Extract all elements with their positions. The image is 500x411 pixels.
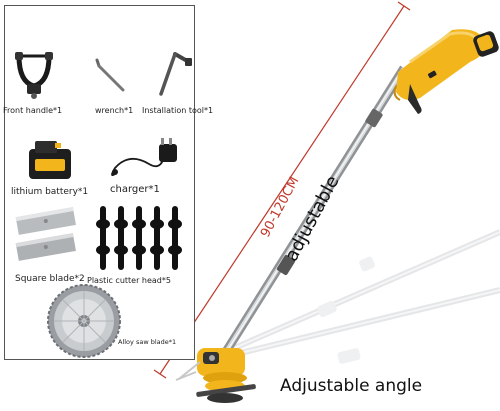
wrench-icon — [95, 58, 125, 92]
saw-blade-icon — [47, 284, 121, 358]
charger-icon — [111, 138, 177, 177]
alloy-saw-blade-label: Alloy saw blade*1 — [118, 338, 177, 346]
plastic-cutter-head-label: Plastic cutter head*5 — [87, 276, 171, 285]
cutter-head — [175, 348, 256, 403]
square-blade-label: Square blade*2 — [15, 274, 85, 284]
adjustable-angle-label: Adjustable angle — [280, 376, 423, 396]
accessories-panel: Front handle*1 wrench*1 Installation too… — [3, 5, 213, 360]
wrench-label: wrench*1 — [95, 106, 134, 115]
battery-icon — [29, 141, 71, 179]
plastic-cutter-head-icon — [96, 206, 182, 270]
dimension-line — [153, 1, 411, 379]
installation-tool-icon — [159, 52, 192, 96]
motor-handle-unit — [393, 29, 499, 114]
square-blade-icon — [15, 207, 76, 261]
lithium-battery-label: lithium battery*1 — [11, 187, 89, 197]
front-handle-label: Front handle*1 — [3, 106, 63, 115]
installation-tool-label: Installation tool*1 — [142, 106, 214, 115]
charger-label: charger*1 — [110, 184, 160, 195]
front-handle-icon — [15, 52, 53, 99]
ghost-shafts — [228, 229, 500, 364]
